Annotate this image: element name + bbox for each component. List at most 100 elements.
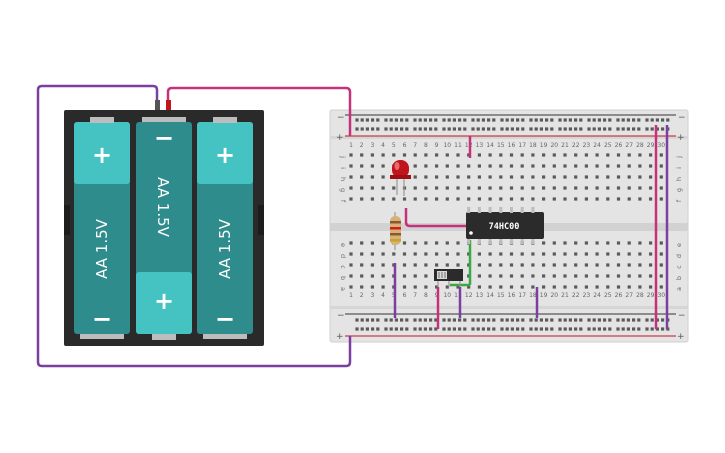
terminal-hole[interactable] [456, 285, 460, 289]
terminal-hole[interactable] [349, 186, 353, 190]
terminal-hole[interactable] [435, 241, 439, 245]
terminal-hole[interactable] [413, 252, 417, 256]
terminal-hole[interactable] [520, 197, 524, 201]
rail-hole[interactable] [500, 127, 504, 131]
terminal-hole[interactable] [424, 197, 428, 201]
rail-hole[interactable] [463, 118, 467, 122]
terminal-hole[interactable] [349, 252, 353, 256]
terminal-hole[interactable] [413, 241, 417, 245]
rail-hole[interactable] [597, 118, 601, 122]
terminal-hole[interactable] [477, 274, 481, 278]
terminal-hole[interactable] [531, 197, 535, 201]
terminal-hole[interactable] [349, 263, 353, 267]
terminal-hole[interactable] [520, 285, 524, 289]
terminal-hole[interactable] [445, 186, 449, 190]
terminal-hole[interactable] [638, 186, 642, 190]
terminal-hole[interactable] [349, 241, 353, 245]
terminal-hole[interactable] [659, 153, 663, 157]
terminal-hole[interactable] [477, 175, 481, 179]
rail-hole[interactable] [666, 118, 670, 122]
terminal-hole[interactable] [381, 263, 385, 267]
terminal-hole[interactable] [616, 241, 621, 245]
terminal-hole[interactable] [402, 263, 407, 267]
terminal-hole[interactable] [349, 153, 353, 157]
rail-hole[interactable] [394, 118, 398, 122]
rail-hole[interactable] [655, 318, 659, 322]
rail-hole[interactable] [505, 118, 509, 122]
terminal-hole[interactable] [370, 153, 374, 157]
rail-hole[interactable] [603, 118, 607, 122]
terminal-hole[interactable] [499, 263, 503, 267]
terminal-hole[interactable] [456, 252, 460, 256]
terminal-hole[interactable] [499, 164, 503, 168]
terminal-hole[interactable] [563, 197, 567, 201]
rail-hole[interactable] [661, 127, 665, 131]
terminal-hole[interactable] [659, 285, 663, 289]
terminal-hole[interactable] [552, 153, 556, 157]
terminal-hole[interactable] [370, 285, 374, 289]
terminal-hole[interactable] [413, 153, 417, 157]
terminal-hole[interactable] [402, 252, 407, 256]
rail-hole[interactable] [637, 118, 641, 122]
terminal-hole[interactable] [445, 285, 449, 289]
terminal-hole[interactable] [424, 252, 428, 256]
terminal-hole[interactable] [606, 164, 610, 168]
terminal-hole[interactable] [360, 197, 364, 201]
terminal-hole[interactable] [563, 175, 567, 179]
terminal-hole[interactable] [542, 164, 546, 168]
rail-hole[interactable] [616, 127, 620, 131]
terminal-hole[interactable] [563, 263, 567, 267]
rail-hole[interactable] [458, 118, 462, 122]
terminal-hole[interactable] [627, 153, 631, 157]
terminal-hole[interactable] [370, 186, 374, 190]
rail-hole[interactable] [434, 127, 438, 131]
terminal-hole[interactable] [467, 263, 471, 267]
terminal-hole[interactable] [435, 153, 439, 157]
rail-hole[interactable] [597, 318, 601, 322]
rail-hole[interactable] [516, 327, 520, 331]
rail-hole[interactable] [637, 318, 641, 322]
rail-hole[interactable] [632, 118, 636, 122]
battery-cell-3[interactable]: + − AA 1.5V [197, 117, 253, 339]
terminal-hole[interactable] [402, 197, 407, 201]
terminal-hole[interactable] [574, 164, 578, 168]
rail-hole[interactable] [447, 127, 451, 131]
terminal-hole[interactable] [542, 186, 546, 190]
terminal-hole[interactable] [370, 197, 374, 201]
rail-hole[interactable] [563, 318, 567, 322]
rail-hole[interactable] [487, 127, 491, 131]
terminal-hole[interactable] [552, 263, 556, 267]
terminal-hole[interactable] [531, 164, 535, 168]
rail-hole[interactable] [418, 327, 422, 331]
terminal-hole[interactable] [627, 274, 631, 278]
rail-hole[interactable] [645, 327, 649, 331]
terminal-hole[interactable] [467, 153, 471, 157]
terminal-hole[interactable] [488, 252, 492, 256]
rail-hole[interactable] [568, 127, 572, 131]
rail-hole[interactable] [597, 127, 601, 131]
battery-cell-2[interactable]: − + AA 1.5V [136, 117, 192, 340]
terminal-hole[interactable] [659, 186, 663, 190]
rail-hole[interactable] [574, 327, 578, 331]
rail-hole[interactable] [389, 318, 393, 322]
rail-hole[interactable] [534, 327, 538, 331]
terminal-hole[interactable] [381, 197, 385, 201]
rail-hole[interactable] [592, 118, 596, 122]
rail-hole[interactable] [413, 318, 417, 322]
rail-hole[interactable] [400, 127, 404, 131]
terminal-hole[interactable] [563, 164, 567, 168]
terminal-hole[interactable] [477, 263, 481, 267]
terminal-hole[interactable] [574, 186, 578, 190]
rail-hole[interactable] [516, 118, 520, 122]
terminal-hole[interactable] [649, 274, 653, 278]
terminal-hole[interactable] [456, 241, 460, 245]
terminal-hole[interactable] [531, 263, 535, 267]
wire-led-to-chip[interactable] [404, 208, 472, 228]
rail-hole[interactable] [534, 118, 538, 122]
terminal-hole[interactable] [616, 263, 621, 267]
ic-chip[interactable]: 74HC00 [466, 207, 544, 244]
terminal-hole[interactable] [659, 241, 663, 245]
rail-hole[interactable] [413, 127, 417, 131]
rail-hole[interactable] [563, 327, 567, 331]
rail-hole[interactable] [394, 327, 398, 331]
